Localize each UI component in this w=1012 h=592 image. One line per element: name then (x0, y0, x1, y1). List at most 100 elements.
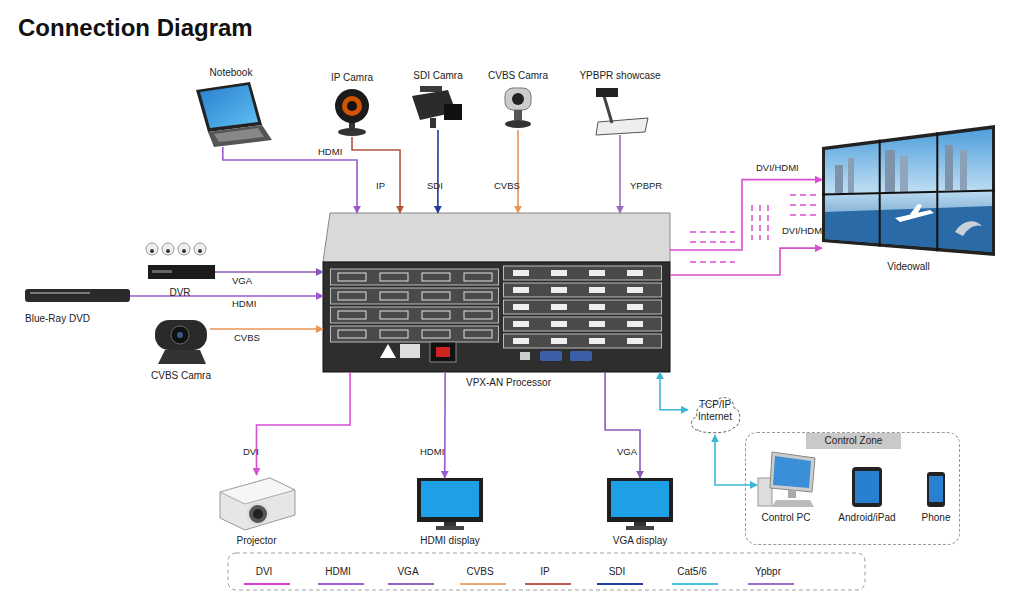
sdi-camera-icon (444, 104, 462, 120)
document-camera-icon (596, 88, 648, 135)
ip-camera-icon (342, 96, 362, 116)
device-label: CVBS Camra (151, 370, 211, 382)
cvbs-camera-icon (505, 120, 531, 128)
videowall-icon (900, 156, 908, 192)
signal-label: VGA (617, 446, 637, 457)
bluray-player-icon (25, 289, 130, 302)
projector-icon (220, 478, 295, 504)
videowall-icon (822, 125, 995, 256)
sdi-camera-icon (430, 118, 436, 128)
legend-line-sample (672, 583, 718, 585)
dvr-icon (182, 249, 186, 253)
dashed-signal-decoration (690, 231, 735, 233)
processor-chassis (540, 351, 562, 361)
signal-cable (210, 328, 323, 330)
signal-label: CVBS (494, 180, 520, 191)
ip-camera-icon (338, 128, 366, 136)
document-camera-icon (596, 118, 648, 135)
processor-chassis (400, 344, 420, 358)
device-label: Videowall (887, 261, 930, 273)
device-label: Android/iPad (838, 512, 895, 524)
dashed-signal-decoration (751, 205, 753, 240)
control-device-node: Android/iPad (852, 467, 882, 507)
dvr-node: DVR (145, 240, 215, 282)
signal-cable (130, 295, 323, 297)
dashed-signal-decoration (759, 205, 761, 240)
signal-cable (670, 180, 822, 250)
player-node: Blue-Ray DVD (25, 289, 130, 303)
cvbs-camera-icon (514, 110, 522, 120)
dvr-icon (166, 249, 170, 253)
vga-monitor-icon (611, 481, 669, 517)
videowall-icon (945, 145, 953, 190)
dvr-icon (150, 249, 154, 253)
dashed-signal-decoration (690, 241, 735, 243)
vga-monitor-icon (607, 478, 673, 530)
hdmi-monitor-icon (421, 481, 479, 517)
videowall-icon (825, 206, 992, 252)
dvr-icon (194, 243, 206, 255)
showcase-node: YPBPR showcase (592, 85, 648, 135)
signal-cable (437, 130, 439, 213)
camera-node: CVBS Camra (502, 85, 534, 130)
hdmi-monitor-icon (436, 526, 464, 530)
legend-label: CVBS (466, 566, 493, 577)
signal-cable (605, 372, 640, 478)
legend-label: DVI (256, 566, 273, 577)
vga-monitor-icon (607, 478, 673, 522)
legend-label: Ypbpr (755, 566, 781, 577)
control-device-node: Phone (927, 472, 945, 507)
signal-label: HDMI (420, 446, 444, 457)
webcam-icon (155, 320, 207, 350)
legend-frame (228, 553, 865, 590)
legend-line-sample (597, 583, 643, 585)
camera-node: CVBS Camra (152, 318, 210, 365)
projector-icon (248, 504, 268, 524)
videowall-icon (835, 165, 843, 193)
cvbs-camera-icon (505, 88, 531, 128)
projector-icon (220, 478, 295, 530)
videowall-icon (960, 150, 967, 190)
videowall-icon (955, 221, 982, 236)
dashed-signal-decoration (690, 261, 735, 263)
webcam-icon (171, 326, 189, 344)
phone-icon (929, 476, 943, 502)
device-label: DVR (169, 287, 190, 299)
document-camera-icon (604, 96, 612, 123)
device-label: Control PC (762, 512, 811, 524)
notebook-icon (208, 125, 272, 147)
webcam-icon (158, 350, 206, 364)
dashed-signal-decoration (790, 194, 818, 196)
videowall-icon (822, 125, 995, 256)
bluray-player-icon (30, 292, 90, 294)
signal-label: CVBS (234, 332, 260, 343)
legend-label: IP (540, 566, 549, 577)
processor-node: VPX-AN Processor (323, 213, 670, 372)
legend-label: VGA (397, 566, 418, 577)
bluray-player-icon (25, 289, 130, 302)
legend-line-sample (388, 583, 434, 585)
signal-cable (715, 435, 757, 485)
dvr-icon (152, 270, 172, 273)
control-pc-icon (788, 490, 796, 498)
webcam-icon (177, 332, 183, 338)
dvr-icon (162, 243, 174, 255)
dvr-icon (146, 243, 158, 255)
legend-label: SDI (609, 566, 626, 577)
tablet-icon (855, 471, 879, 503)
processor-chassis (520, 352, 530, 360)
tablet-icon (852, 467, 882, 507)
signal-cable (215, 271, 323, 273)
notebook-node: Notebook (190, 82, 272, 147)
videowall-node: Videowall (822, 125, 995, 256)
ip-camera-icon (335, 89, 369, 123)
signal-cable (670, 248, 822, 275)
device-label: Phone (922, 512, 951, 524)
processor-chassis (430, 342, 456, 362)
signal-label: HDMI (232, 298, 256, 309)
processor-chassis (323, 262, 670, 372)
control-pc-icon (772, 500, 814, 507)
control-device-node: Control PC (757, 452, 815, 507)
processor-chassis (570, 351, 592, 361)
